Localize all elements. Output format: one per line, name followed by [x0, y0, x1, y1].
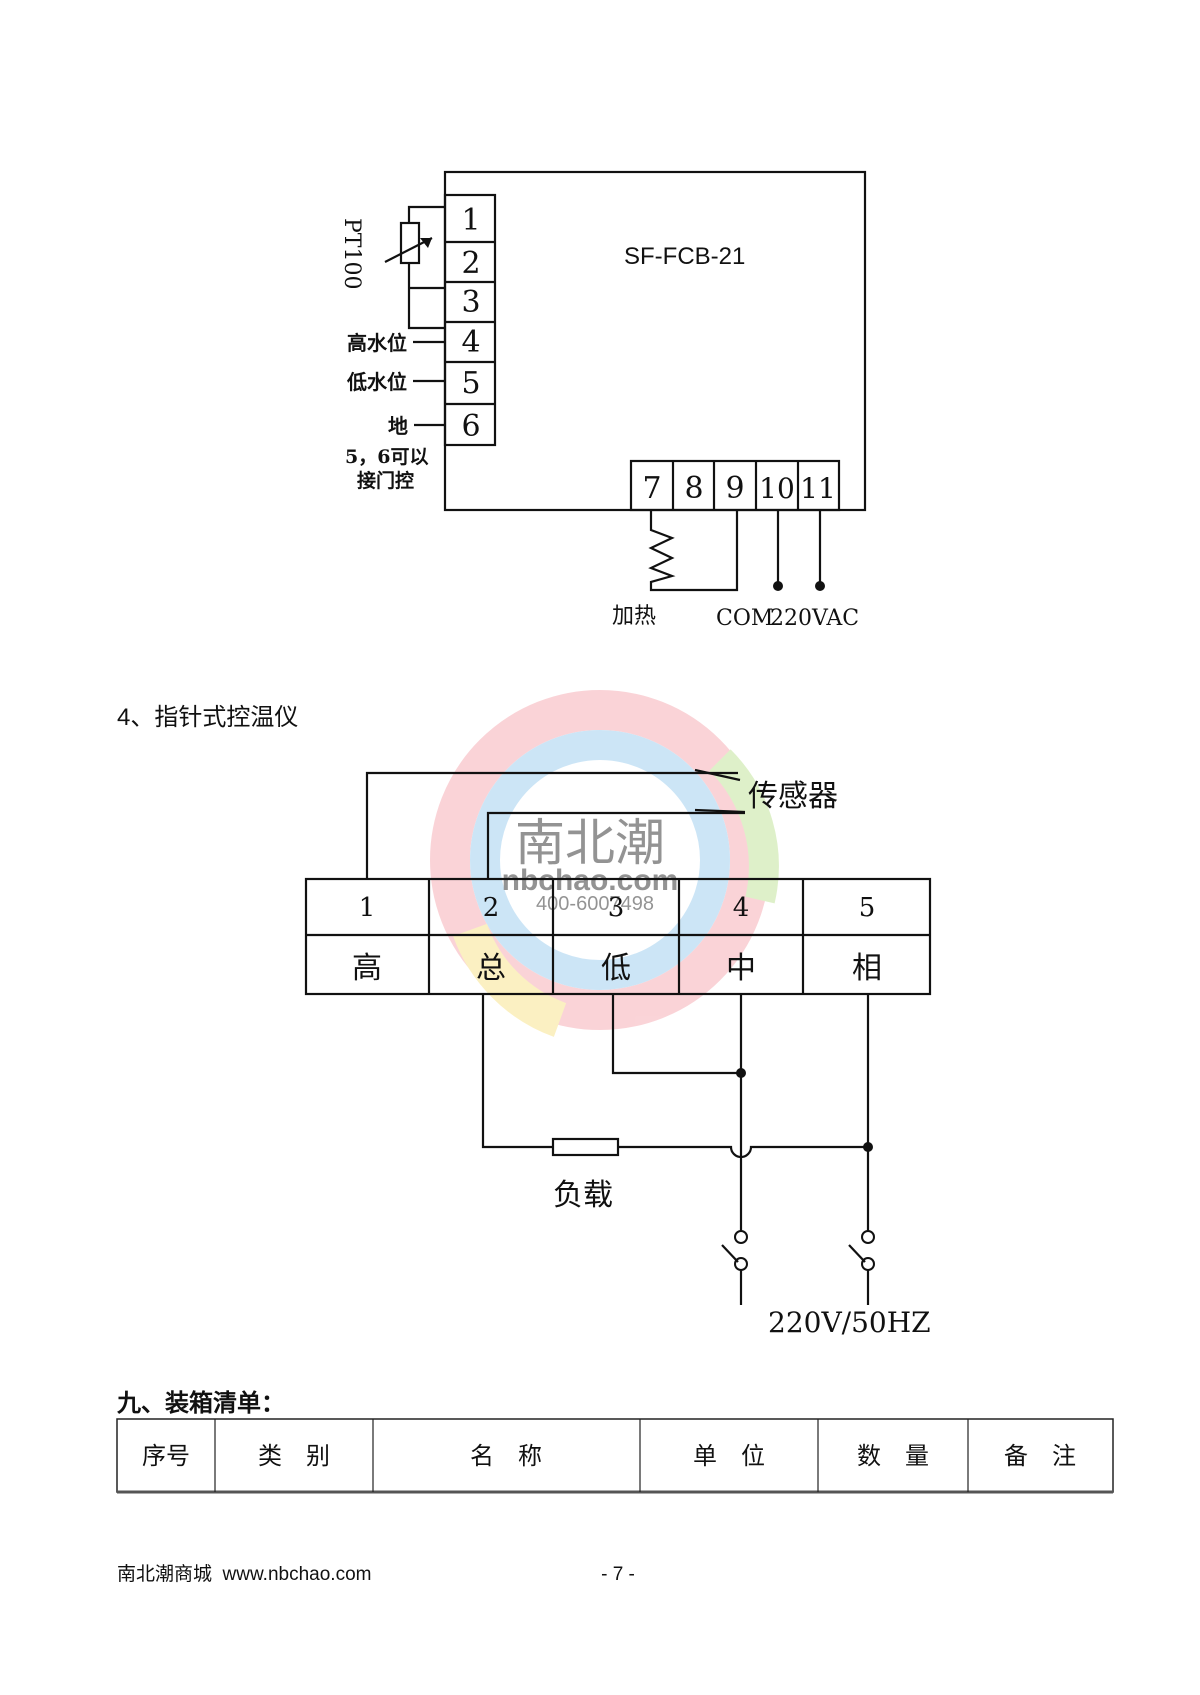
col-header-index: 序号 [142, 1443, 190, 1470]
section-9-heading: 九、装箱清单： [116, 1389, 285, 1417]
com-label: COM [716, 606, 773, 631]
wiring-diagram-sf-fcb-21: SF-FCB-21 1 2 3 4 5 6 PT100 高水位 低水位 地 5，… [339, 170, 867, 631]
switch-icon [848, 1244, 866, 1263]
terminal-11: 11 [800, 472, 836, 505]
terminal-name-neutral: 中 [726, 951, 756, 986]
ground-label: 地 [388, 414, 408, 438]
terminal-8: 8 [684, 471, 703, 506]
watermark-logo: 南北潮 nbchao.com 400-6007498 [430, 690, 779, 1037]
col-header-name: 名 称 [470, 1443, 542, 1470]
power-label: 220VAC [770, 606, 859, 631]
terminal-2: 2 [461, 246, 480, 281]
col-header-category: 类 别 [258, 1443, 330, 1470]
col-header-quantity: 数 量 [857, 1443, 929, 1470]
terminal-name-common: 总 [476, 951, 506, 986]
terminal-10: 10 [759, 472, 795, 505]
watermark-brand: 南北潮 [515, 814, 665, 872]
col-header-remarks: 备 注 [1004, 1443, 1076, 1470]
heater-resistor-icon [648, 510, 739, 592]
terminal-num-3: 3 [608, 893, 625, 923]
packing-list-table: 序号 类 别 名 称 单 位 数 量 备 注 [116, 1418, 1114, 1494]
pt100-label: PT100 [339, 218, 364, 289]
section-4-heading: 4、指针式控温仪 [117, 704, 298, 731]
high-water-label: 高水位 [347, 331, 407, 355]
controller-box [443, 170, 867, 512]
door-note-2: 接门控 [357, 469, 414, 492]
bottom-terminal-block [629, 459, 841, 512]
terminal-5: 5 [461, 366, 480, 401]
heater-label: 加热 [612, 604, 656, 629]
terminal-name-low: 低 [601, 951, 631, 986]
footer-site: 南北潮商城 www.nbchao.com [117, 1563, 371, 1585]
terminal-9: 9 [725, 471, 744, 506]
terminal-4: 4 [461, 325, 480, 360]
col-header-unit: 单 位 [693, 1443, 765, 1470]
watermark-site: nbchao.com [502, 864, 679, 897]
terminal-num-2: 2 [483, 893, 500, 923]
terminal-num-4: 4 [733, 893, 750, 923]
terminal-table [304, 877, 932, 996]
pt100-resistor-icon [399, 221, 421, 265]
door-note-1: 5，6可以 [345, 446, 428, 468]
terminal-3: 3 [461, 285, 480, 320]
wiring-diagram-pointer-thermostat: 传感器 1 2 3 4 5 高 总 低 中 相 [304, 768, 932, 1339]
power-label: 220V/50HZ [768, 1306, 931, 1339]
left-terminal-block [443, 193, 497, 447]
terminal-num-5: 5 [859, 893, 876, 923]
terminal-7: 7 [642, 471, 661, 506]
model-label: SF-FCB-21 [624, 243, 745, 270]
terminal-name-high: 高 [352, 951, 382, 986]
sensor-label: 传感器 [748, 779, 838, 814]
terminal-num-1: 1 [359, 893, 376, 923]
load-label: 负载 [553, 1178, 613, 1213]
watermark-phone: 400-6007498 [536, 893, 654, 915]
switch-icon [721, 1244, 739, 1263]
terminal-6: 6 [461, 409, 480, 444]
terminal-name-phase: 相 [852, 951, 882, 986]
low-water-label: 低水位 [346, 370, 407, 394]
page-number: - 7 - [601, 1564, 635, 1585]
load-resistor-icon [551, 1137, 620, 1157]
terminal-1: 1 [461, 203, 480, 238]
